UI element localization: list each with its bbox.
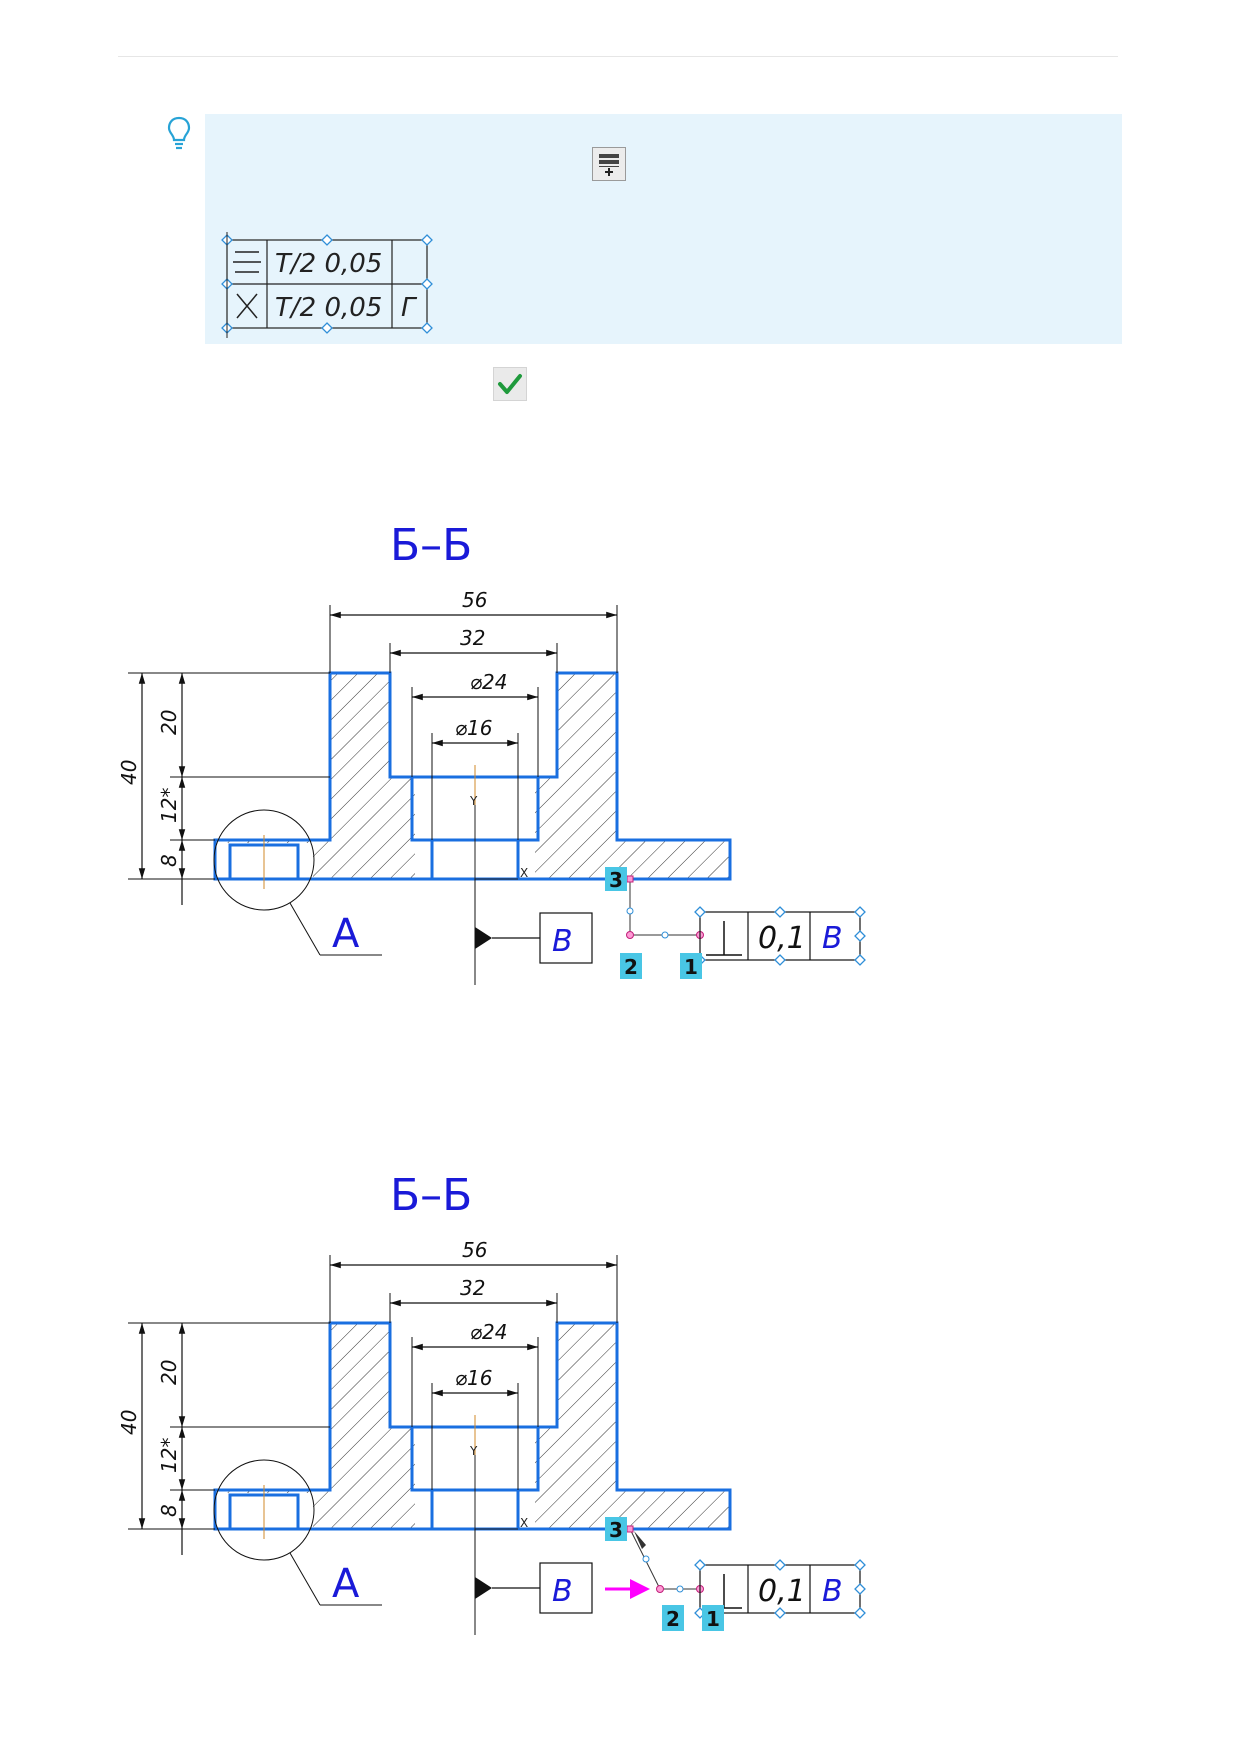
add-row-icon	[599, 154, 619, 176]
marker-3: 3	[605, 1517, 627, 1542]
svg-text:1: 1	[684, 955, 698, 979]
intersection-icon	[236, 293, 258, 319]
svg-text:3: 3	[609, 868, 623, 892]
axis-y: Y	[469, 1444, 478, 1458]
dim-24: ⌀24	[470, 1320, 508, 1344]
datum-label: B	[552, 924, 573, 959]
section-label: Б–Б	[390, 520, 472, 571]
dim-12: 12*	[157, 788, 181, 823]
dim-12: 12*	[157, 1438, 181, 1473]
detail-circle	[213, 809, 315, 911]
svg-text:2: 2	[666, 1607, 680, 1631]
dim-16: ⌀16	[455, 716, 493, 740]
marker-3: 3	[605, 867, 627, 892]
frame-row-2-value: T/2 0,05	[275, 293, 382, 323]
checkmark-icon	[498, 374, 522, 394]
dim-56: 56	[462, 588, 487, 612]
drawing-figure-1: Б–Б	[100, 515, 920, 1075]
dim-56: 56	[462, 1238, 487, 1262]
tolerance-base: B	[822, 921, 843, 956]
marker-2: 2	[662, 1605, 684, 1631]
coordinate-axes	[474, 805, 518, 880]
perpendicularity-icon	[706, 1574, 742, 1609]
drawing-figure-2: Б–Б	[100, 1165, 920, 1725]
dim-24: ⌀24	[470, 670, 508, 694]
tolerance-base: B	[822, 1574, 843, 1609]
dim-20: 20	[157, 1360, 181, 1385]
axis-y: Y	[469, 794, 478, 808]
detail-circle	[213, 1459, 315, 1561]
view-label: А	[332, 1561, 360, 1607]
datum-label: B	[552, 1574, 573, 1609]
tolerance-value: 0,1	[758, 921, 806, 956]
datum-box	[539, 1562, 593, 1614]
axis-x: X	[520, 866, 528, 880]
symmetry-icon	[233, 251, 261, 273]
add-row-button[interactable]	[592, 147, 626, 181]
dim-8: 8	[157, 854, 181, 867]
perpendicularity-icon	[706, 921, 742, 956]
svg-text:3: 3	[609, 1518, 623, 1542]
coordinate-axes	[474, 1455, 518, 1530]
view-label: А	[332, 911, 360, 957]
tolerance-frame-example: T/2 0,05 T/2 0,05 Г	[215, 228, 455, 340]
dim-40: 40	[117, 760, 141, 785]
lightbulb-icon	[166, 116, 192, 152]
marker-2: 2	[620, 953, 642, 979]
confirm-button[interactable]	[493, 367, 527, 401]
dim-8: 8	[157, 1504, 181, 1517]
dim-16: ⌀16	[455, 1366, 493, 1390]
tolerance-value: 0,1	[758, 1574, 806, 1609]
magenta-arrow	[605, 1579, 650, 1599]
dim-32: 32	[460, 626, 485, 650]
section-label: Б–Б	[390, 1170, 472, 1221]
dim-20: 20	[157, 710, 181, 735]
axis-x: X	[520, 1516, 528, 1530]
datum-box	[539, 912, 593, 964]
dim-40: 40	[117, 1410, 141, 1435]
svg-text:2: 2	[624, 955, 638, 979]
frame-row-2-base: Г	[401, 293, 418, 323]
marker-1: 1	[702, 1605, 724, 1631]
tip-panel	[205, 114, 1122, 344]
tolerance-frame: 0,1 B	[694, 906, 866, 966]
top-divider	[118, 56, 1118, 57]
svg-text:1: 1	[706, 1607, 720, 1631]
marker-1: 1	[680, 953, 702, 979]
dim-32: 32	[460, 1276, 485, 1300]
frame-row-1-value: T/2 0,05	[275, 249, 382, 279]
